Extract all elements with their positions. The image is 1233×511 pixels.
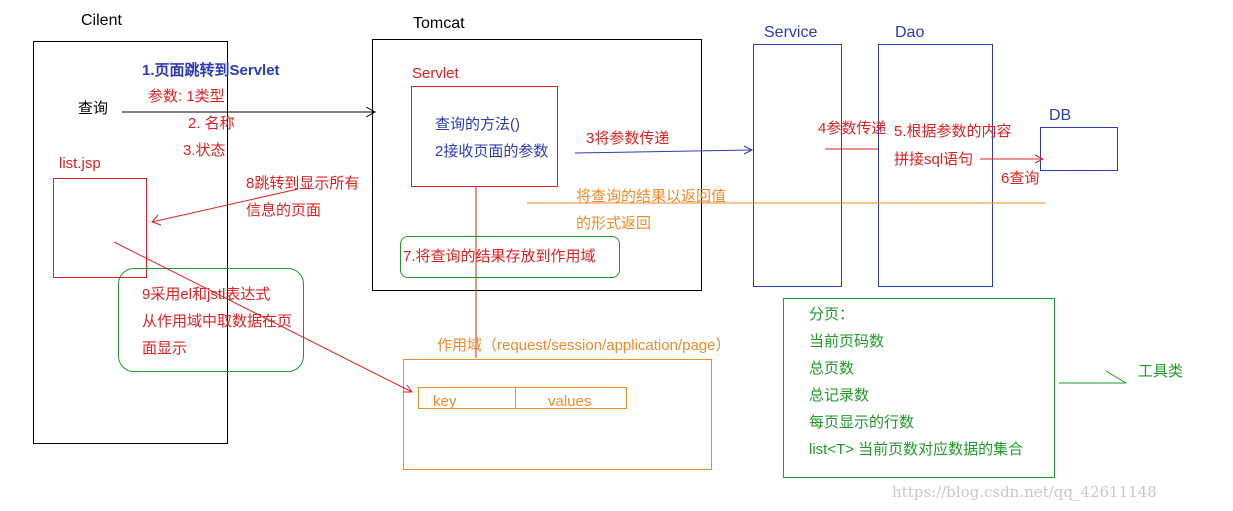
step8-line1: 8跳转到显示所有: [246, 175, 360, 192]
step6-label: 6查询: [1001, 170, 1040, 187]
step4-label: 4参数传递: [818, 120, 887, 137]
db-title: DB: [1049, 107, 1072, 124]
list-jsp-label: list.jsp: [59, 155, 101, 172]
pagination-item: 总页数: [809, 360, 855, 377]
pagination-item: 总记录数: [809, 387, 870, 404]
arrowhead-step8: [151, 214, 162, 226]
arrowhead-db: [1034, 154, 1045, 164]
scope-key: key: [433, 393, 457, 410]
dao-title: Dao: [895, 24, 925, 41]
servlet-title: Servlet: [412, 65, 459, 82]
return-line1: 将查询的结果以返回值: [576, 188, 727, 205]
step9-line2: 从作用域中取数据在页: [142, 313, 293, 330]
service-title: Service: [764, 24, 818, 41]
pagination-item: 分页：: [809, 306, 855, 323]
client-title: Cilent: [81, 12, 122, 29]
key-values-table: [418, 387, 627, 409]
tomcat-title: Tomcat: [413, 15, 465, 32]
step5-line1: 5.根据参数的内容: [894, 123, 1012, 140]
arrow-step8: [151, 188, 299, 223]
param2-label: 2. 名称: [188, 115, 235, 132]
arrowhead-step9: [403, 384, 413, 393]
step1-label: 1.页面跳转到Servlet: [142, 62, 280, 79]
step9-line1: 9采用el和jstl表达式: [142, 286, 271, 303]
arrowhead-service: [743, 145, 754, 155]
pagination-box: [783, 298, 1055, 478]
scope-title: 作用域（request/session/application/page）: [437, 337, 731, 354]
scope-values: values: [548, 393, 592, 410]
param3-label: 3.状态: [183, 142, 226, 159]
client-box: [33, 41, 228, 444]
tomcat-box: [372, 39, 702, 291]
dao-box: [878, 44, 993, 287]
method-line2: 2接收页面的参数: [435, 143, 549, 160]
query-label: 查询: [78, 100, 109, 117]
service-box: [753, 44, 842, 287]
pagination-item: list<T> 当前页数对应数据的集合: [809, 441, 1024, 458]
key-values-divider: [515, 387, 516, 409]
scope-box: [403, 359, 712, 470]
step8-line2: 信息的页面: [246, 202, 322, 219]
arrow-step9: [113, 241, 413, 393]
watermark: https://blog.csdn.net/qq_42611148: [892, 483, 1157, 501]
arrowhead-query: [365, 106, 377, 118]
tool-connector-tail: [1105, 370, 1127, 384]
step3-label: 3将参数传递: [586, 130, 670, 147]
tool-class-label: 工具类: [1138, 363, 1184, 380]
return-line2: 的形式返回: [576, 215, 652, 232]
step7-box: [400, 236, 620, 278]
method-line1: 查询的方法(): [435, 116, 520, 133]
step5-line2: 拼接sql语句: [894, 151, 974, 168]
param-title: 参数: 1类型: [148, 88, 225, 105]
arrow-servlet-to-service: [574, 149, 753, 154]
step9-box: [118, 268, 304, 372]
servlet-box: [411, 86, 558, 187]
db-box: [1040, 127, 1118, 171]
list-jsp-box: [53, 178, 147, 278]
step9-line3: 面显示: [142, 340, 188, 357]
pagination-item: 每页显示的行数: [809, 414, 915, 431]
step7-label: 7.将查询的结果存放到作用域: [403, 248, 596, 265]
pagination-item: 当前页码数: [809, 333, 885, 350]
